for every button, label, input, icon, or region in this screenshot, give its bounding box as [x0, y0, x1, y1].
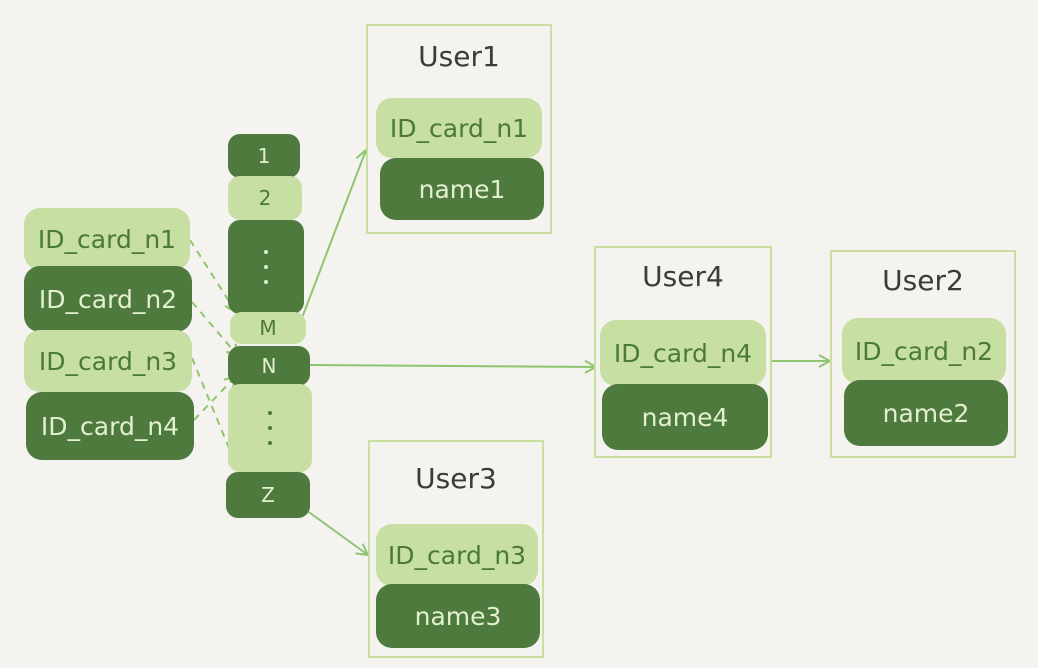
- record-title: User1: [418, 40, 500, 73]
- record-user2: User2 ID_card_n2 name2: [830, 250, 1016, 458]
- record-id-field: ID_card_n2: [842, 318, 1006, 384]
- record-name-field: name3: [376, 584, 540, 648]
- record-name-field: name2: [844, 380, 1008, 446]
- index-key-n4: ID_card_n4: [26, 392, 194, 460]
- record-name-field: name4: [602, 384, 768, 450]
- record-title: User2: [882, 264, 964, 297]
- index-key-n2: ID_card_n2: [24, 266, 192, 332]
- record-name-field: name1: [380, 158, 544, 220]
- bucket-ellipsis-upper: [228, 220, 304, 314]
- index-key-n1: ID_card_n1: [24, 208, 190, 270]
- record-id-field: ID_card_n4: [600, 320, 766, 386]
- record-title: User3: [415, 462, 497, 495]
- ellipsis-dots: [268, 411, 272, 445]
- arrow-m-to-user1: [301, 150, 366, 319]
- index-key-n3: ID_card_n3: [24, 330, 192, 392]
- hash-arrow-n4: [193, 376, 236, 421]
- bucket-m: M: [230, 312, 306, 344]
- bucket-ellipsis-lower: [228, 384, 312, 472]
- bucket-z: Z: [226, 472, 310, 518]
- record-user3: User3 ID_card_n3 name3: [368, 440, 544, 658]
- bucket-1: 1: [228, 134, 300, 178]
- record-id-field: ID_card_n3: [376, 524, 538, 586]
- record-title: User4: [642, 260, 724, 293]
- record-id-field: ID_card_n1: [376, 98, 542, 158]
- record-user1: User1 ID_card_n1 name1: [366, 24, 552, 234]
- record-user4: User4 ID_card_n4 name4: [594, 246, 772, 458]
- arrow-n-to-user4: [309, 365, 596, 367]
- bucket-2: 2: [228, 176, 302, 220]
- ellipsis-dots: [264, 250, 268, 284]
- bucket-n: N: [228, 346, 310, 386]
- arrow-z-to-user3: [305, 509, 368, 555]
